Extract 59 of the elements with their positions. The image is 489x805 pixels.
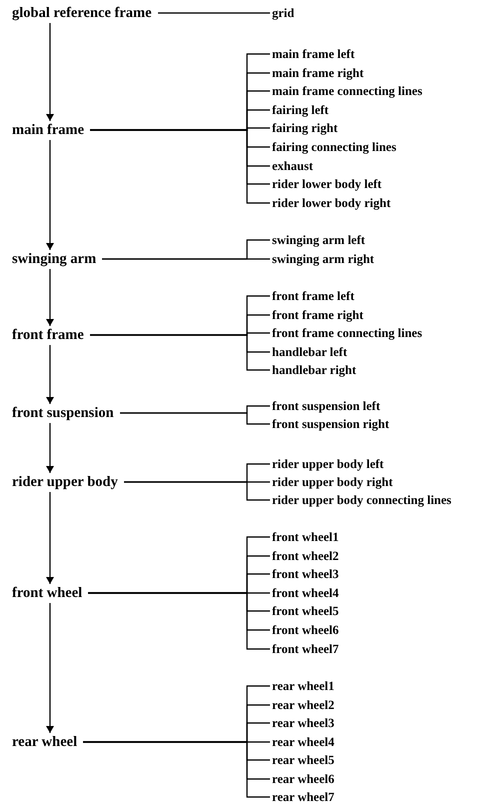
component-label: front frame left xyxy=(272,288,354,304)
frame-label: front suspension xyxy=(12,405,114,421)
component-label: rear wheel6 xyxy=(272,771,334,787)
component-label: rear wheel4 xyxy=(272,734,334,750)
component-label: front wheel7 xyxy=(272,641,339,657)
component-label: rear wheel2 xyxy=(272,697,334,713)
component-label: front wheel2 xyxy=(272,548,339,564)
component-label: front wheel1 xyxy=(272,529,339,545)
arrow xyxy=(46,603,54,733)
component-label: main frame connecting lines xyxy=(272,83,422,99)
component-label: front frame connecting lines xyxy=(272,325,422,341)
component-label: front wheel4 xyxy=(272,585,339,601)
connector-line xyxy=(124,481,270,501)
component-label: front suspension right xyxy=(272,416,390,432)
frame-label: rider upper body xyxy=(12,474,118,490)
arrow xyxy=(46,492,54,584)
arrow xyxy=(46,140,54,250)
frame-label: swinging arm xyxy=(12,251,96,267)
frame-label: global reference frame xyxy=(12,5,152,21)
component-label: exhaust xyxy=(272,158,313,174)
component-label: rear wheel7 xyxy=(272,789,334,805)
component-label: main frame left xyxy=(272,46,355,62)
arrow xyxy=(46,423,54,473)
component-label: front wheel5 xyxy=(272,603,339,619)
component-label: fairing connecting lines xyxy=(272,139,396,155)
frame-label: rear wheel xyxy=(12,734,78,750)
frame-label: front frame xyxy=(12,327,84,343)
component-label: front wheel6 xyxy=(272,622,339,638)
connector-line xyxy=(120,412,270,425)
component-label: rider upper body connecting lines xyxy=(272,492,452,508)
component-label: fairing right xyxy=(272,120,338,136)
component-label: swinging arm left xyxy=(272,232,366,248)
arrow xyxy=(46,269,54,326)
component-label: front wheel3 xyxy=(272,566,339,582)
component-label: grid xyxy=(272,5,294,21)
frame-label: front wheel xyxy=(12,585,82,601)
component-label: front frame right xyxy=(272,307,364,323)
component-label: front suspension left xyxy=(272,398,380,414)
connector-line xyxy=(90,129,270,204)
connector-line xyxy=(83,741,270,798)
component-label: handlebar right xyxy=(272,362,356,378)
connector-line xyxy=(88,592,270,650)
frame-label: main frame xyxy=(12,122,84,138)
component-label: rider upper body right xyxy=(272,474,393,490)
component-label: fairing left xyxy=(272,102,329,118)
component-label: rider upper body left xyxy=(272,456,384,472)
component-label: handlebar left xyxy=(272,344,348,360)
component-label: rear wheel3 xyxy=(272,715,334,731)
component-label: rear wheel1 xyxy=(272,678,334,694)
component-label: rider lower body right xyxy=(272,195,391,211)
connector-line xyxy=(158,12,270,14)
component-label: swinging arm right xyxy=(272,251,374,267)
component-label: main frame right xyxy=(272,65,364,81)
connector-line xyxy=(90,334,270,371)
component-label: rider lower body left xyxy=(272,176,382,192)
component-label: rear wheel5 xyxy=(272,752,334,768)
arrow xyxy=(46,345,54,404)
connector-line xyxy=(102,258,270,260)
arrow xyxy=(46,23,54,121)
